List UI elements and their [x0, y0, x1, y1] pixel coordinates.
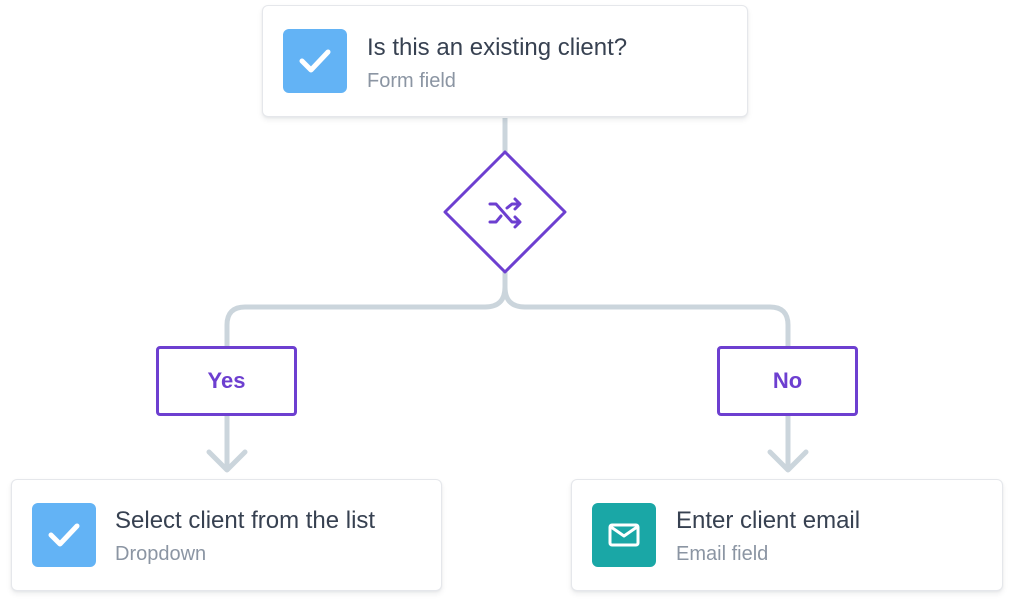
card-title: Is this an existing client? [367, 34, 628, 61]
card-subtitle: Email field [676, 543, 769, 565]
branch-yes-label[interactable]: Yes [156, 346, 297, 416]
arrowhead-yes [206, 449, 248, 473]
decision-node[interactable] [443, 150, 567, 274]
checkmark-icon [32, 503, 96, 567]
connector-left-branch [224, 272, 508, 346]
envelope-icon [592, 503, 656, 567]
branch-no-label[interactable]: No [717, 346, 858, 416]
top-form-field-card[interactable]: Is this an existing client? Form field [262, 5, 748, 117]
right-email-card[interactable]: Enter client email Email field [571, 479, 1003, 591]
checkmark-icon [283, 29, 347, 93]
connector-right-branch [502, 286, 791, 346]
card-subtitle: Form field [367, 70, 456, 92]
card-title: Select client from the list [115, 507, 376, 534]
shuffle-icon [488, 197, 522, 229]
arrowhead-no [767, 449, 809, 473]
left-dropdown-card[interactable]: Select client from the list Dropdown [11, 479, 442, 591]
card-title: Enter client email [676, 507, 861, 534]
card-subtitle: Dropdown [115, 543, 207, 565]
